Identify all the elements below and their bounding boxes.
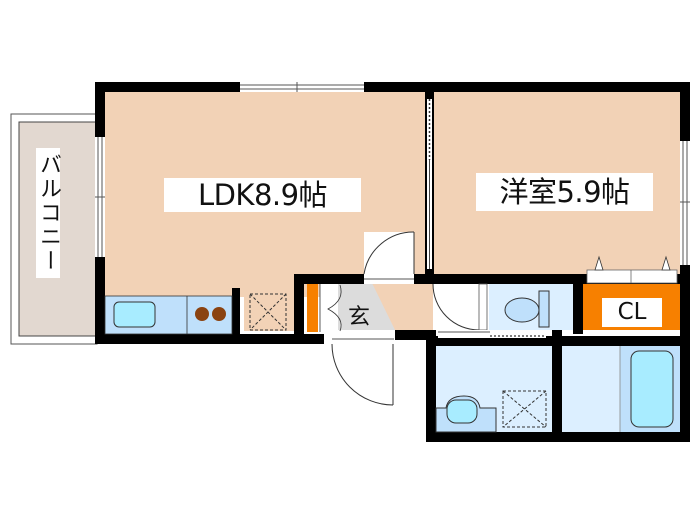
bathtub-icon — [630, 350, 674, 428]
genkan-step — [320, 283, 338, 330]
refrigerator-space-icon — [249, 293, 287, 331]
window-bedroom-right — [680, 141, 690, 265]
shoe-cabinet — [307, 284, 318, 332]
kitchen-counter — [104, 295, 233, 335]
room-label-bedroom: 洋室5.9帖 — [476, 173, 653, 211]
stove-burner-icon — [212, 307, 226, 321]
closet-doors[interactable] — [586, 255, 678, 284]
door-toilet[interactable] — [432, 283, 488, 331]
door-washroom[interactable] — [438, 330, 546, 338]
room-label-balcony: バルコニー — [36, 148, 61, 278]
room-label-ldk: LDK8.9帖 — [164, 178, 361, 212]
room-label-entrance: 玄 — [347, 305, 370, 330]
toilet-icon — [504, 290, 550, 328]
window-ldk-top — [240, 82, 364, 92]
window-ldk-left — [95, 137, 105, 257]
stove-burner-icon — [195, 307, 209, 321]
genkan-inner-door — [319, 284, 342, 332]
sliding-door-ldk-bedroom[interactable] — [427, 99, 432, 269]
door-ldk-hallway[interactable] — [363, 231, 415, 284]
washing-machine-space-icon — [502, 390, 547, 428]
room-label-closet: CL — [602, 298, 662, 327]
kitchen-sink-icon — [113, 301, 156, 328]
wash-basin-icon — [435, 395, 497, 433]
entrance-door[interactable] — [331, 334, 394, 406]
